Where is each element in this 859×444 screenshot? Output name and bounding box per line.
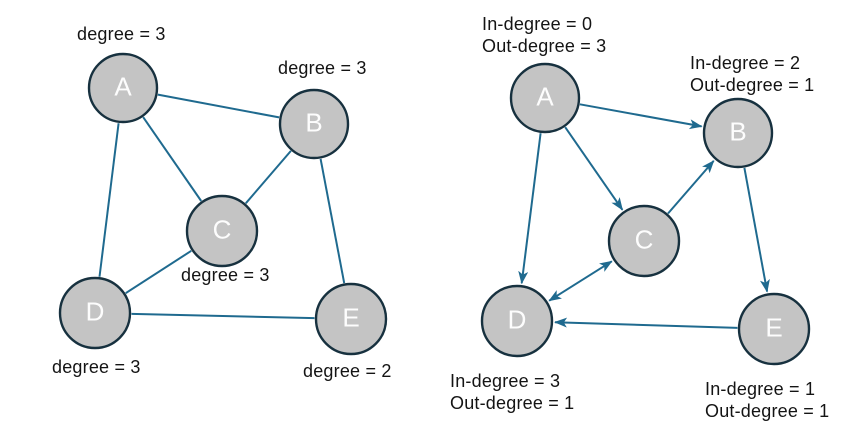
directed-graph-node-label-B: B [729, 117, 746, 147]
edge-C-D [548, 260, 613, 302]
undirected-graph-edges [98, 93, 346, 320]
directed-graph-annotation-A-line-2: Out-degree = 3 [482, 36, 606, 56]
undirected-graph-node-D [58, 276, 132, 350]
directed-graph-annotation-E-line-2: Out-degree = 1 [705, 401, 829, 421]
edge-B-E [743, 167, 770, 293]
directed-graph-edges [518, 103, 770, 329]
edge-A-B [157, 93, 280, 119]
undirected-graph-annotation-E-line-1: degree = 2 [303, 361, 392, 381]
directed-graph-node-B [702, 97, 774, 169]
edge-B-E [319, 158, 346, 284]
edge-A-B [579, 103, 703, 130]
undirected-graph-node-B [278, 88, 350, 160]
undirected-graph-node-label-D: D [86, 297, 105, 327]
undirected-graph-node-label-A: A [114, 72, 132, 102]
undirected-graph-node-label-C: C [213, 215, 232, 245]
edge-A-C [142, 116, 203, 202]
undirected-graph-node-E [314, 282, 388, 356]
directed-graph-annotation-B-line-1: In-degree = 2 [690, 53, 800, 73]
undirected-graph-node-label-E: E [342, 303, 359, 333]
directed-graph-node-label-E: E [765, 313, 782, 343]
edge-B-C [245, 150, 292, 204]
directed-graph-node-label-C: C [635, 225, 654, 255]
directed-graph-node-label-D: D [508, 305, 527, 335]
edge-C-B [667, 160, 715, 215]
directed-graph-annotation-E-line-1: In-degree = 1 [705, 379, 815, 399]
edge-A-D [518, 133, 542, 285]
undirected-graph-annotation-A-line-1: degree = 3 [77, 24, 166, 44]
undirected-graph-annotation-D-line-1: degree = 3 [52, 357, 141, 377]
edge-C-D [125, 249, 192, 295]
directed-graph-annotation-D-line-2: Out-degree = 1 [450, 393, 574, 413]
edge-A-D [98, 123, 120, 277]
undirected-graph-node-A [87, 52, 159, 124]
edge-E-D [554, 317, 738, 329]
directed-graph-node-C [607, 204, 681, 278]
directed-graph-annotation-D-line-1: In-degree = 3 [450, 371, 560, 391]
undirected-graph-node-label-B: B [305, 108, 322, 138]
undirected-graph-annotation-C-line-1: degree = 3 [181, 265, 270, 285]
directed-graph-annotation-A-line-1: In-degree = 0 [482, 14, 592, 34]
undirected-graph-node-C [185, 194, 259, 268]
directed-graph-node-D [480, 284, 554, 358]
edge-D-E [131, 312, 315, 320]
directed-graph-annotation-B-line-2: Out-degree = 1 [690, 75, 814, 95]
directed-graph-node-E [737, 292, 811, 366]
directed-graph-node-label-A: A [536, 82, 554, 112]
edge-A-C [564, 126, 624, 211]
directed-graph-node-A [509, 62, 581, 134]
undirected-graph-annotation-B-line-1: degree = 3 [278, 58, 367, 78]
